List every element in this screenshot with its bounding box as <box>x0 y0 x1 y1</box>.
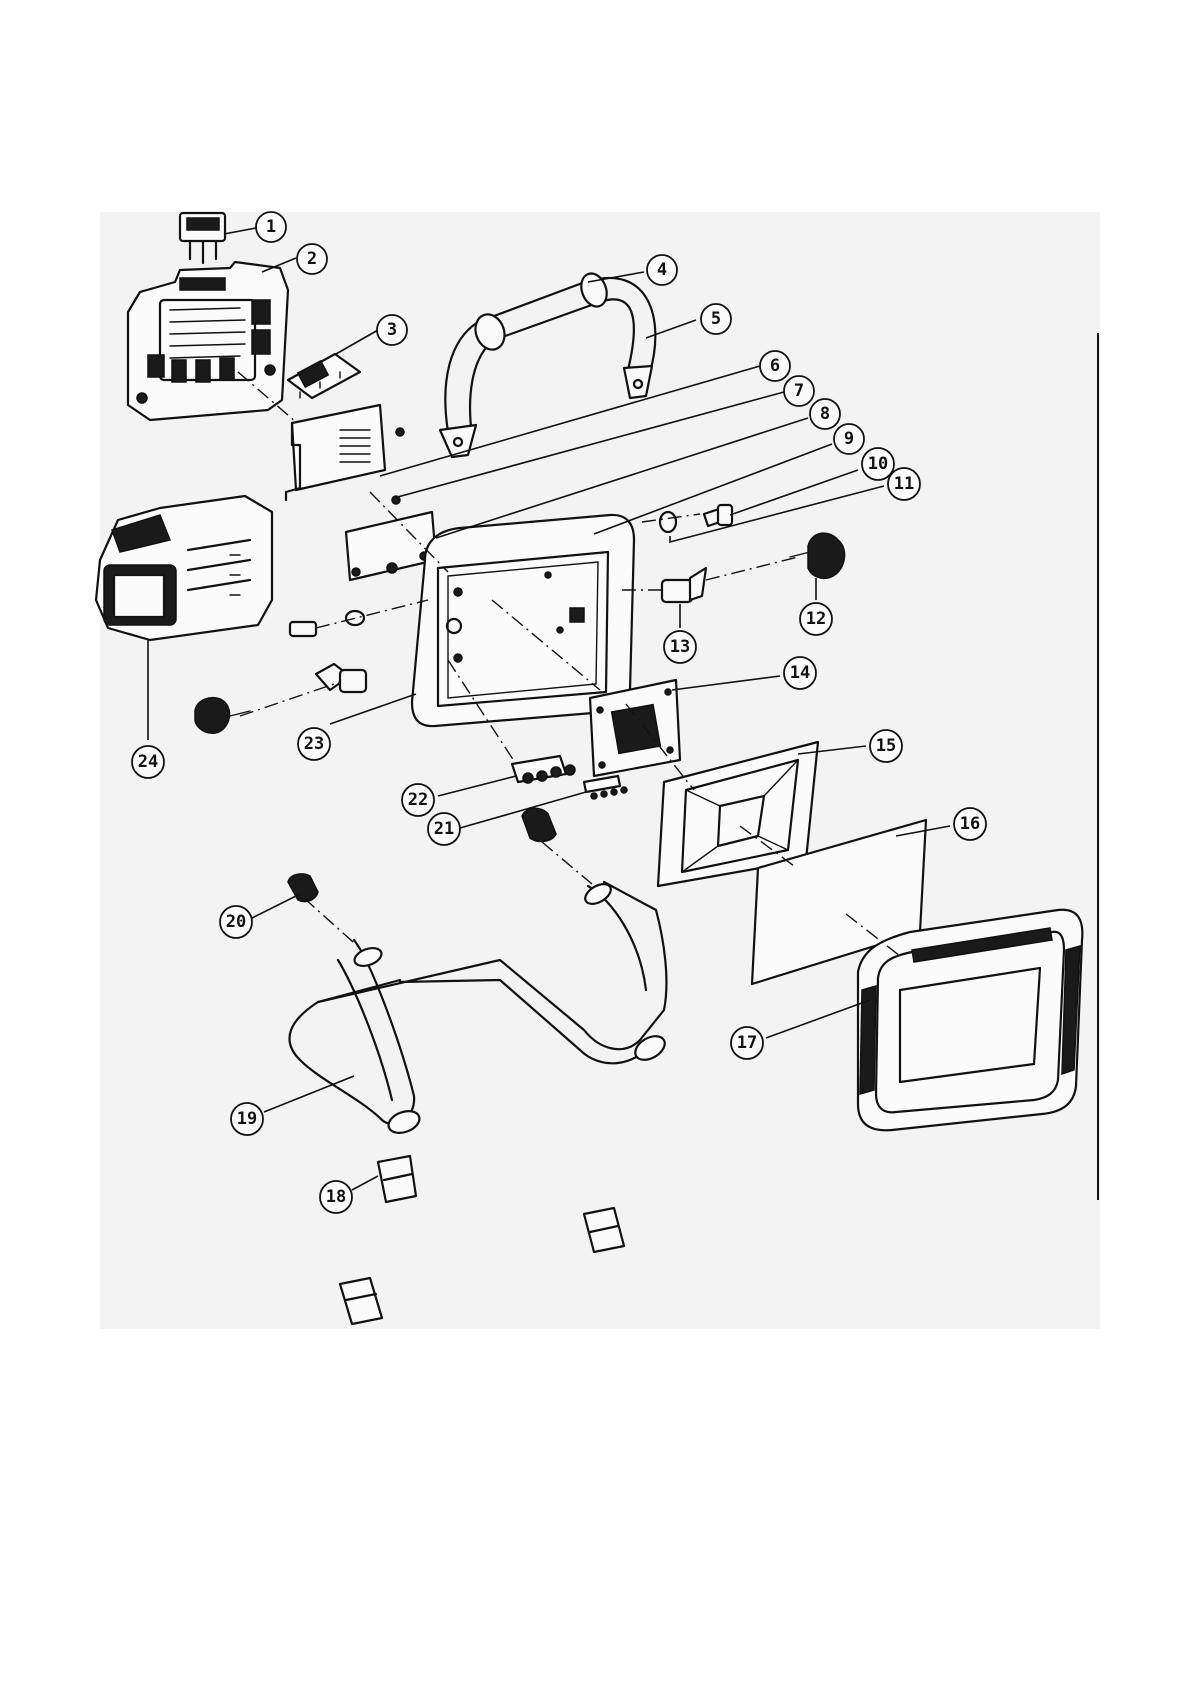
part-top-handle <box>440 270 655 457</box>
part-washer-left <box>290 611 364 636</box>
callout-1-label: 1 <box>266 217 276 237</box>
part-pivot-right <box>662 568 706 602</box>
part-bracket-plate <box>286 405 404 504</box>
callout-17-label: 17 <box>737 1033 757 1053</box>
callout-24-label: 24 <box>138 752 158 772</box>
callout-10: 10 <box>862 448 894 480</box>
callout-12-label: 12 <box>806 609 826 629</box>
part-knob-right <box>790 533 845 578</box>
callout-20-label: 20 <box>226 912 246 932</box>
callout-11: 11 <box>888 468 920 500</box>
part-led-board <box>590 680 680 776</box>
callout-12: 12 <box>800 603 832 635</box>
callout-7: 7 <box>784 376 814 406</box>
callout-6-label: 6 <box>770 356 780 376</box>
part-battery-pack <box>96 496 272 640</box>
part-cover-plate <box>346 512 436 580</box>
callout-14: 14 <box>784 657 816 689</box>
callout-9: 9 <box>834 424 864 454</box>
callout-14-label: 14 <box>790 663 810 683</box>
callout-23-label: 23 <box>304 734 324 754</box>
callout-6: 6 <box>760 351 790 381</box>
part-main-frame <box>412 515 634 726</box>
part-stand-frame <box>290 880 669 1137</box>
callout-7-label: 7 <box>794 381 804 401</box>
callout-4: 4 <box>647 255 677 285</box>
callout-5-label: 5 <box>711 309 721 329</box>
callout-3-label: 3 <box>387 320 397 340</box>
callout-17: 17 <box>731 1027 763 1059</box>
callout-2: 2 <box>297 244 327 274</box>
part-small-pcb <box>288 354 360 398</box>
callout-18-label: 18 <box>326 1187 346 1207</box>
callout-9-label: 9 <box>844 429 854 449</box>
callout-20: 20 <box>220 906 252 938</box>
part-screws <box>584 776 627 799</box>
callout-23: 23 <box>298 728 330 760</box>
callout-19-label: 19 <box>237 1109 257 1129</box>
callout-13: 13 <box>664 631 696 663</box>
callout-8: 8 <box>810 399 840 429</box>
part-foot-clips <box>340 1156 624 1324</box>
callout-5: 5 <box>701 304 731 334</box>
callout-1: 1 <box>256 212 286 242</box>
callout-21: 21 <box>428 813 460 845</box>
callout-16-label: 16 <box>960 814 980 834</box>
part-clip-upper <box>522 808 556 841</box>
callout-2-label: 2 <box>307 249 317 269</box>
part-rear-housing <box>128 262 288 420</box>
part-pivot-left <box>195 664 366 733</box>
callout-18: 18 <box>320 1181 352 1213</box>
part-switch <box>180 213 225 263</box>
callout-10-label: 10 <box>868 454 888 474</box>
callout-21-label: 21 <box>434 819 454 839</box>
callout-3: 3 <box>377 315 407 345</box>
callout-22-label: 22 <box>408 790 428 810</box>
part-terminals <box>512 756 575 783</box>
callout-11-label: 11 <box>894 474 914 494</box>
callout-4-label: 4 <box>657 260 667 280</box>
callout-19: 19 <box>231 1103 263 1135</box>
callout-15: 15 <box>870 730 902 762</box>
callout-13-label: 13 <box>670 637 690 657</box>
callout-8-label: 8 <box>820 404 830 424</box>
callout-16: 16 <box>954 808 986 840</box>
callout-22: 22 <box>402 784 434 816</box>
callout-15-label: 15 <box>876 736 896 756</box>
part-front-bezel <box>858 910 1082 1131</box>
callout-24: 24 <box>132 746 164 778</box>
